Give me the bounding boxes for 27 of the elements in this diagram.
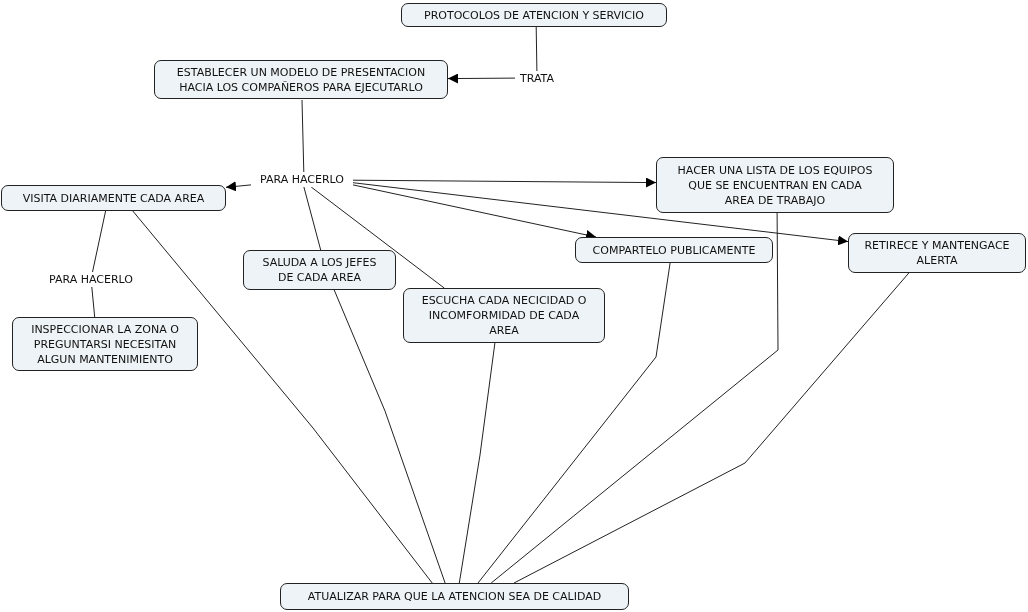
concept-box: COMPARTELO PUBLICAMENTE — [575, 237, 773, 263]
connector-line — [490, 212, 779, 584]
connector-line — [132, 210, 433, 584]
connector-line — [91, 286, 96, 318]
connector-line — [303, 186, 322, 251]
connector-line — [333, 289, 446, 584]
concept-box: ATUALIZAR PARA QUE LA ATENCION SEA DE CALIDAD — [280, 583, 629, 610]
connector-line — [92, 210, 107, 273]
concept-box: ESCUCHA CADA NECICIDAD O INCOMFORMIDAD DE CADA AREA — [403, 288, 605, 343]
arrow — [225, 181, 252, 192]
connector-line — [301, 99, 305, 173]
connector-line — [535, 26, 538, 72]
concept-box: ESTABLECER UN MODELO DE PRESENTACION HACIA LOS COMPAÑEROS PARA EJECUTARLO — [154, 60, 448, 99]
connector-line — [477, 262, 671, 584]
arrow — [447, 73, 516, 84]
connector-line — [310, 186, 445, 289]
arrow — [352, 184, 597, 240]
arrow — [352, 177, 657, 188]
concept-box: RETIRECE Y MANTENGACE ALERTA — [848, 233, 1026, 273]
concept-box: VISITA DIARIAMENTE CADA AREA — [1, 185, 226, 211]
concept-box: INSPECCIONAR LA ZONA O PREGUNTARSI NECESITAN ALGUN MANTENIMIENTO — [12, 317, 198, 371]
concept-box: HACER UNA LISTA DE LOS EQUIPOS QUE SE ENCUENTRAN EN CADA AREA DE TRABAJO — [656, 157, 894, 213]
concept-box: PROTOCOLOS DE ATENCION Y SERVICIO — [401, 3, 667, 27]
arrow — [352, 182, 849, 246]
connector-line — [513, 272, 910, 584]
concept-box: SALUDA A LOS JEFES DE CADA AREA — [243, 250, 396, 290]
connector-line — [458, 342, 496, 584]
